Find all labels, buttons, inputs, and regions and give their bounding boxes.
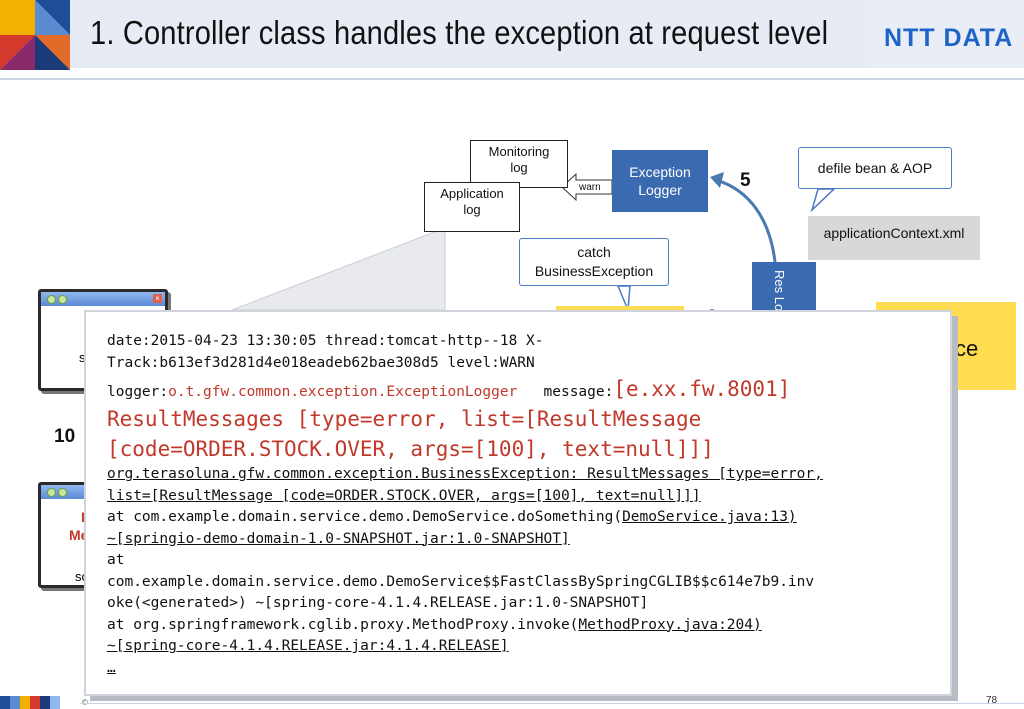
flow-arrow-5 <box>715 178 777 263</box>
stack-frame-3: at org.springframework.cglib.proxy.Metho… <box>107 615 947 637</box>
copyright-text: © <box>82 698 88 707</box>
close-icon: × <box>153 294 162 303</box>
stack-frame-1-link[interactable]: DemoService.java:13) <box>622 509 797 525</box>
stack-frame-3-method: at org.springframework.cglib.proxy.Metho… <box>107 616 579 633</box>
log-entry: date:2015-04-23 13:30:05 thread:tomcat-h… <box>107 331 947 679</box>
catch-callout: catch BusinessException <box>519 238 669 286</box>
application-log-label-2: log <box>463 202 481 217</box>
monitoring-log-label-2: log <box>510 160 528 175</box>
header-divider <box>0 78 1024 80</box>
page-title: 1. Controller class handles the exceptio… <box>90 14 829 51</box>
stack-frame-3-jar: ~[spring-core-4.1.4.RELEASE.jar:4.1.4.RE… <box>107 638 509 654</box>
header-band <box>70 0 866 68</box>
brand-panel <box>866 0 1024 68</box>
popup-pointer <box>231 227 446 311</box>
monitoring-log-label-1: Monitoring <box>488 144 550 159</box>
window-dot-icon <box>58 488 67 497</box>
exception-logger-box: Exception Logger <box>612 150 708 212</box>
service-box-label: ce <box>955 336 979 361</box>
stack-frame-1: at com.example.domain.service.demo.DemoS… <box>107 507 947 529</box>
footer-divider <box>80 703 1024 704</box>
stack-frame-2-cont: oke(<generated>) ~[spring-core-4.1.4.REL… <box>107 595 649 611</box>
warn-label: warn <box>579 182 601 193</box>
exception-line-1: org.terasoluna.gfw.common.exception.Busi… <box>107 466 823 482</box>
logger-prefix: logger: <box>107 384 169 400</box>
exception-logger-label-2: Logger <box>638 182 682 198</box>
stack-frame-3-link[interactable]: MethodProxy.java:204) <box>578 616 762 633</box>
window-dot-icon <box>47 295 56 304</box>
step-10-label: 10 <box>54 426 76 447</box>
stack-frame-2-prefix: at <box>107 552 125 568</box>
application-log-doc: Application log <box>424 182 520 232</box>
stack-frame-1-method: at com.example.domain.service.demo.DemoS… <box>107 509 623 525</box>
window-dot-icon <box>58 295 67 304</box>
stack-frame-1-jar: ~[springio-demo-domain-1.0-SNAPSHOT.jar:… <box>107 530 570 547</box>
window-dot-icon <box>47 488 56 497</box>
message-prefix: message: <box>543 384 614 400</box>
application-log-label-1: Application <box>440 186 504 201</box>
exception-logger-label-1: Exception <box>629 164 691 180</box>
log-popup <box>84 310 952 696</box>
exception-line-2: list=[ResultMessage [code=ORDER.STOCK.OV… <box>107 487 701 504</box>
monitoring-log-doc: Monitoring log <box>470 140 568 188</box>
catch-callout-label-1: catch <box>577 244 611 260</box>
log-line-3: logger:o.t.gfw.common.exception.Exceptio… <box>107 374 947 404</box>
stack-frame-2-class: com.example.domain.service.demo.DemoServ… <box>107 573 815 590</box>
window-titlebar: × <box>41 292 165 306</box>
logo-tiles <box>0 0 70 70</box>
warn-arrow <box>561 172 613 202</box>
step-5-label: 5 <box>740 170 751 191</box>
log-message-line-2: ResultMessages [type=error, list=[Result… <box>107 407 702 431</box>
browser-window-2-text-2: Me <box>69 527 89 543</box>
log-message-line-3: [code=ORDER.STOCK.OVER, args=[100], text… <box>107 437 714 461</box>
catch-callout-label-2: BusinessException <box>534 263 654 279</box>
aop-callout: defile bean & AOP <box>798 147 952 189</box>
log-line-1: date:2015-04-23 13:30:05 thread:tomcat-h… <box>107 333 544 349</box>
app-context-file: applicationContext.xml <box>808 216 980 260</box>
page-number: 78 <box>986 695 998 706</box>
footer-tiles <box>0 696 80 709</box>
message-code: [e.xx.fw.8001] <box>613 377 791 401</box>
logger-name: o.t.gfw.common.exception.ExceptionLogger <box>168 384 518 400</box>
log-line-2: Track:b613ef3d281d4e018eadeb62bae308d5 l… <box>107 354 535 371</box>
browser-window-1-text: s <box>79 350 86 365</box>
ntt-data-logo: NTT DATA <box>884 24 1014 52</box>
log-ellipsis: … <box>107 659 116 676</box>
